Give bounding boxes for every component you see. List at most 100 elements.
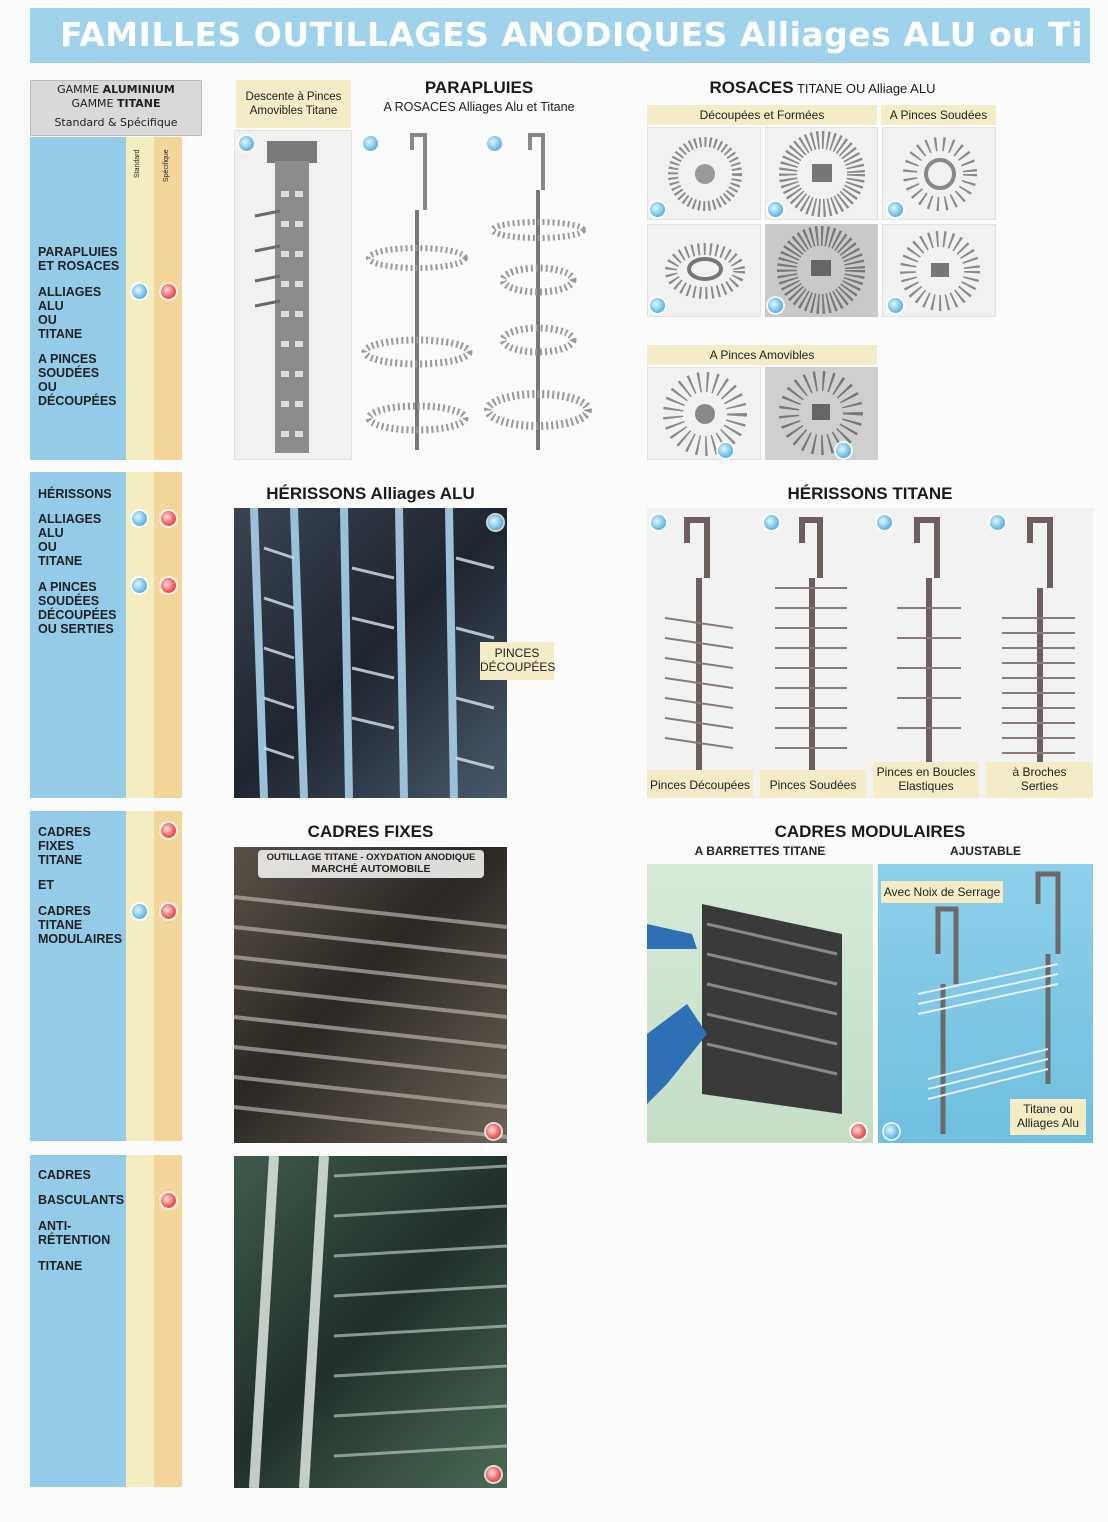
herissons-alu-title: HÉRISSONS Alliages ALU xyxy=(266,484,475,503)
barrettes-subtitle: A BARRETTES TITANE xyxy=(694,844,826,858)
standard-dot xyxy=(888,298,903,313)
descente-label: Descente à Pinces Amovibles Titane xyxy=(236,80,351,128)
noix-serrage-label: Avec Noix de Serrage xyxy=(881,881,1003,903)
ajustable-photo xyxy=(878,864,1093,1143)
standard-dot xyxy=(132,904,147,919)
gamme-line-1: GAMME ALUMINIUM xyxy=(57,83,175,96)
standard-dot xyxy=(651,515,666,530)
rosace-drawing xyxy=(900,231,980,311)
standard-dot xyxy=(650,202,665,217)
side-label-herissons: HÉRISSONS xyxy=(38,487,112,501)
standard-dot xyxy=(132,578,147,593)
rosace-drawing xyxy=(903,137,977,211)
standard-dot xyxy=(488,515,503,530)
specifique-column xyxy=(154,1155,182,1487)
specifique-dot xyxy=(486,1467,501,1482)
specifique-dot xyxy=(161,284,176,299)
specifique-dot xyxy=(161,511,176,526)
specifique-dot xyxy=(161,904,176,919)
side-label-cadres-modulaires: CADRES TITANE MODULAIRES xyxy=(38,904,123,946)
standard-column xyxy=(126,1155,154,1487)
pinces-decoupees-tag: PINCES DÉCOUPÉES xyxy=(480,642,555,680)
ajustable-subtitle: AJUSTABLE xyxy=(949,844,1022,858)
photo-caption-line-2: MARCHÉ AUTOMOBILE xyxy=(311,863,431,875)
side-label-et: ET xyxy=(38,878,54,892)
standard-dot xyxy=(650,298,665,313)
specifique-dot xyxy=(486,1124,501,1139)
rosaces-amovibles-label: A Pinces Amovibles xyxy=(647,345,877,365)
titane-alliages-label: Titane ou Alliages Alu xyxy=(1010,1099,1086,1135)
side-label-pinces: A PINCES SOUDÉES DÉCOUPÉES OU SERTIES xyxy=(38,580,117,636)
herisson-caption: Pinces Soudées xyxy=(760,770,866,798)
barrettes-drawing xyxy=(647,904,842,1114)
sidebar-section-basculants xyxy=(30,1155,126,1487)
rosace-drawing xyxy=(668,137,742,211)
cadres-fixes-title: CADRES FIXES xyxy=(307,822,434,841)
specifique-column-label: Spécifique xyxy=(163,149,177,182)
specifique-dot xyxy=(161,578,176,593)
standard-dot xyxy=(877,515,892,530)
herisson-caption: Pinces Découpées xyxy=(647,770,753,798)
standard-dot xyxy=(132,511,147,526)
rosace-image xyxy=(647,224,761,317)
rosace-image xyxy=(647,127,761,220)
herisson-caption: à Broches Serties xyxy=(986,762,1093,798)
specifique-dot xyxy=(161,1193,176,1208)
side-label-anti-retention: ANTI- RÉTENTION xyxy=(38,1219,111,1247)
page-title: FAMILLES OUTILLAGES ANODIQUES Alliages A… xyxy=(60,15,1083,54)
rosaces-soudees-label: A Pinces Soudées xyxy=(881,105,996,125)
standard-dot xyxy=(990,515,1005,530)
parapluie-drawing xyxy=(484,133,592,450)
standard-column xyxy=(126,472,154,798)
parapluies-title: PARAPLUIES xyxy=(424,78,534,97)
standard-dot xyxy=(888,202,903,217)
parapluie-drawing xyxy=(361,133,473,450)
rosace-drawing xyxy=(779,131,865,217)
parapluie-image-2 xyxy=(480,130,600,460)
standard-column-label: Standard xyxy=(134,149,141,178)
specifique-dot xyxy=(161,823,176,838)
herisson-caption: Pinces en Boucles Elastiques xyxy=(873,762,979,798)
specifique-column xyxy=(154,811,182,1141)
rosace-image xyxy=(765,367,878,460)
specifique-dot xyxy=(851,1124,866,1139)
descente-drawing xyxy=(254,141,317,453)
standard-dot xyxy=(768,202,783,217)
standard-dot xyxy=(884,1124,899,1139)
cadres-modulaires-title: CADRES MODULAIRES xyxy=(774,822,966,841)
rosaces-decoupees-label: Découpées et Formées xyxy=(647,105,877,125)
sidebar-section-parapluies xyxy=(30,137,126,460)
standard-dot xyxy=(487,136,502,151)
sidebar-section-herissons xyxy=(30,472,126,798)
cadres-fixes-photo xyxy=(233,847,508,1143)
gamme-line-3: Standard & Spécifique xyxy=(54,116,178,129)
photo-caption-line-1: OUTILLAGE TITANE - OXYDATION ANODIQUE xyxy=(266,852,476,863)
ajustable-drawing xyxy=(917,871,1061,1134)
standard-dot xyxy=(132,284,147,299)
standard-column xyxy=(126,811,154,1141)
basculants-drawing xyxy=(249,1155,508,1489)
herissons-titane-panel xyxy=(647,508,1093,798)
gamme-line-2: GAMME TITANE xyxy=(71,97,161,110)
herissons-titane-drawing xyxy=(664,517,1075,773)
side-label-cadres: CADRES xyxy=(38,1168,91,1182)
rosace-image xyxy=(647,367,761,460)
herissons-alu-photo xyxy=(234,507,507,799)
gamme-legend: GAMME ALUMINIUM GAMME TITANE Standard & … xyxy=(30,80,202,136)
standard-dot xyxy=(768,298,783,313)
side-label-alliages: ALLIAGES ALU OU TITANE xyxy=(38,285,102,341)
specifique-column xyxy=(154,472,182,798)
side-label-alliages: ALLIAGES ALU OU TITANE xyxy=(38,512,102,568)
basculants-photo xyxy=(234,1155,508,1489)
standard-dot xyxy=(363,136,378,151)
rosace-drawing xyxy=(777,226,865,314)
title-banner xyxy=(30,8,1090,63)
rosace-image xyxy=(765,224,878,317)
sidebar-section-cadres xyxy=(30,811,126,1141)
descente-image xyxy=(234,130,352,460)
rosace-drawing xyxy=(663,372,747,456)
side-label-pinces: A PINCES SOUDÉES OU DÉCOUPÉES xyxy=(38,352,117,408)
side-label-cadres-fixes: CADRES FIXES TITANE xyxy=(38,825,91,867)
standard-dot xyxy=(836,443,851,458)
rosace-drawing xyxy=(665,243,745,299)
